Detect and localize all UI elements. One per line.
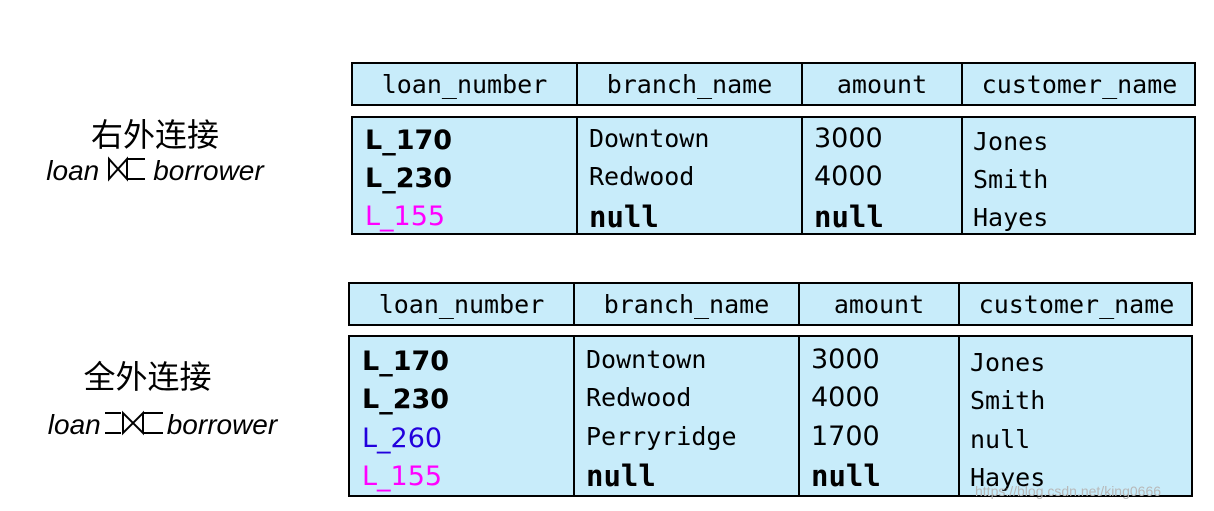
cell-customer-name: Hayes <box>970 463 1046 492</box>
cell-customer-name: Smith <box>973 165 1049 194</box>
full-join-left-relation: loan <box>47 409 101 440</box>
full-outer-join-table: loan_number branch_name amount customer_… <box>348 282 1193 497</box>
header-amount: amount <box>833 289 925 319</box>
cell-loan-number: L_155 <box>365 201 446 232</box>
watermark: https://blog.csdn.net/king0666 <box>975 483 1162 499</box>
right-join-caption: 右外连接 loan borrower <box>20 116 290 190</box>
table-header: loan_number branch_name amount customer_… <box>348 282 1193 326</box>
cell-branch-name: null <box>589 200 659 234</box>
header-customer-name: customer_name <box>978 289 1175 319</box>
cell-branch-name: Redwood <box>589 162 695 191</box>
full-join-right-relation: borrower <box>166 409 278 440</box>
header-customer-name: customer_name <box>981 69 1178 99</box>
cell-amount: null <box>814 200 884 234</box>
cell-amount: null <box>811 459 881 493</box>
cell-amount: 3000 <box>811 344 880 375</box>
header-amount: amount <box>836 69 928 99</box>
full-join-title: 全外连接 <box>83 358 212 396</box>
cell-customer-name: Jones <box>973 127 1049 156</box>
cell-customer-name: Smith <box>970 386 1046 415</box>
cell-loan-number: L_170 <box>365 125 453 156</box>
full-outer-join-icon <box>103 410 165 444</box>
header-branch-name: branch_name <box>603 289 770 319</box>
cell-loan-number: L_155 <box>362 461 443 492</box>
cell-customer-name: null <box>970 425 1031 454</box>
cell-branch-name: Redwood <box>586 383 692 412</box>
table-body: L_170 Downtown 3000 Jones L_230 Redwood … <box>348 335 1193 497</box>
cell-branch-name: Downtown <box>586 345 707 374</box>
cell-loan-number: L_170 <box>362 346 450 377</box>
cell-amount: 3000 <box>814 123 883 154</box>
full-join-caption: 全外连接 loan borrower <box>25 358 300 444</box>
header-branch-name: branch_name <box>606 69 773 99</box>
cell-loan-number: L_230 <box>362 384 450 415</box>
cell-branch-name: Downtown <box>589 124 710 153</box>
table-body: L_170 Downtown 3000 Jones L_230 Redwood … <box>351 116 1196 235</box>
right-join-expression: loan borrower <box>20 154 290 190</box>
cell-customer-name: Hayes <box>973 203 1049 232</box>
right-join-title: 右外连接 <box>90 116 219 154</box>
right-outer-join-icon <box>105 156 147 190</box>
header-loan-number: loan_number <box>378 289 545 319</box>
header-loan-number: loan_number <box>381 69 548 99</box>
cell-branch-name: Perryridge <box>586 422 737 451</box>
cell-amount: 1700 <box>811 421 880 452</box>
cell-amount: 4000 <box>811 382 880 413</box>
cell-customer-name: Jones <box>970 348 1046 377</box>
full-join-expression: loan borrower <box>25 408 300 444</box>
right-join-right-relation: borrower <box>153 155 264 186</box>
cell-amount: 4000 <box>814 161 883 192</box>
cell-loan-number: L_260 <box>362 423 443 454</box>
right-outer-join-table: loan_number branch_name amount customer_… <box>351 62 1196 235</box>
right-join-left-relation: loan <box>46 155 100 186</box>
table-header: loan_number branch_name amount customer_… <box>351 62 1196 106</box>
cell-branch-name: null <box>586 459 656 493</box>
cell-loan-number: L_230 <box>365 163 453 194</box>
